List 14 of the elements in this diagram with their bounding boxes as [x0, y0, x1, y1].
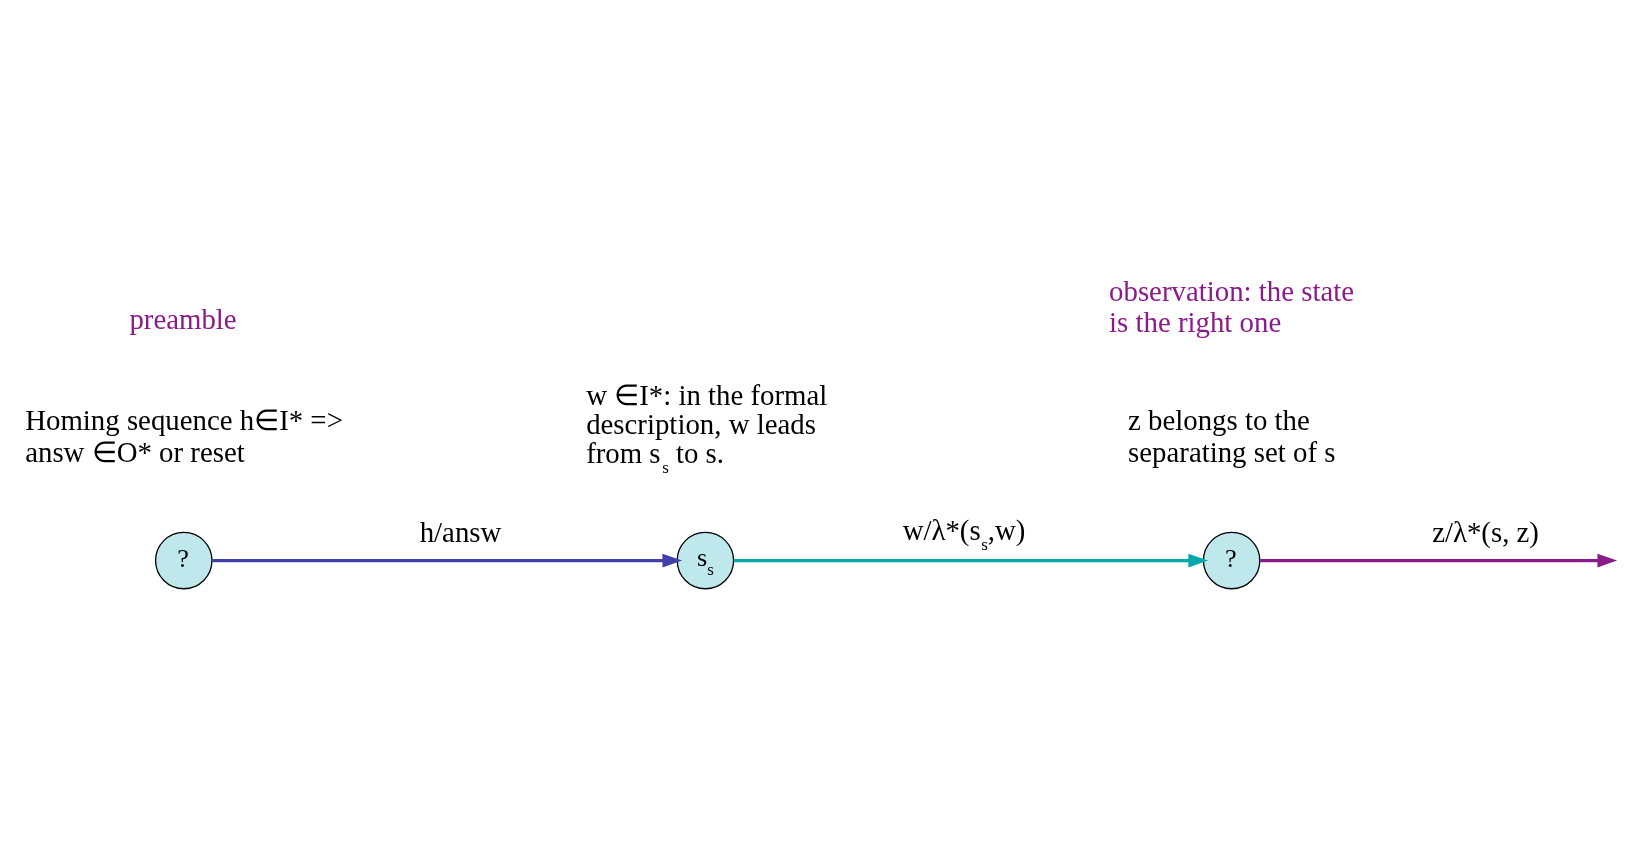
arrow [1260, 553, 1618, 567]
label: Homing sequence h∈I* => answ ∈O* or reset [25, 403, 343, 468]
arrow [212, 553, 683, 567]
edge-label: h/answ [419, 515, 502, 548]
label: observation: the state is the right one [1109, 274, 1355, 338]
label: z belongs to the separating set of s [1128, 403, 1336, 468]
node-circle: ? [1202, 531, 1261, 589]
edge-label: z/λ*(s, z) [1432, 515, 1539, 548]
node-circle: ? [154, 531, 213, 589]
label: w ∈I*: in the formal description, w leads from s$_{s}$ to s. [586, 378, 828, 477]
node-circle: s$_{s}$ [676, 531, 735, 589]
arrow [733, 553, 1209, 567]
edge-label: w/λ*(s$_{s}$,w) [902, 513, 1026, 554]
label: preamble [129, 302, 237, 335]
